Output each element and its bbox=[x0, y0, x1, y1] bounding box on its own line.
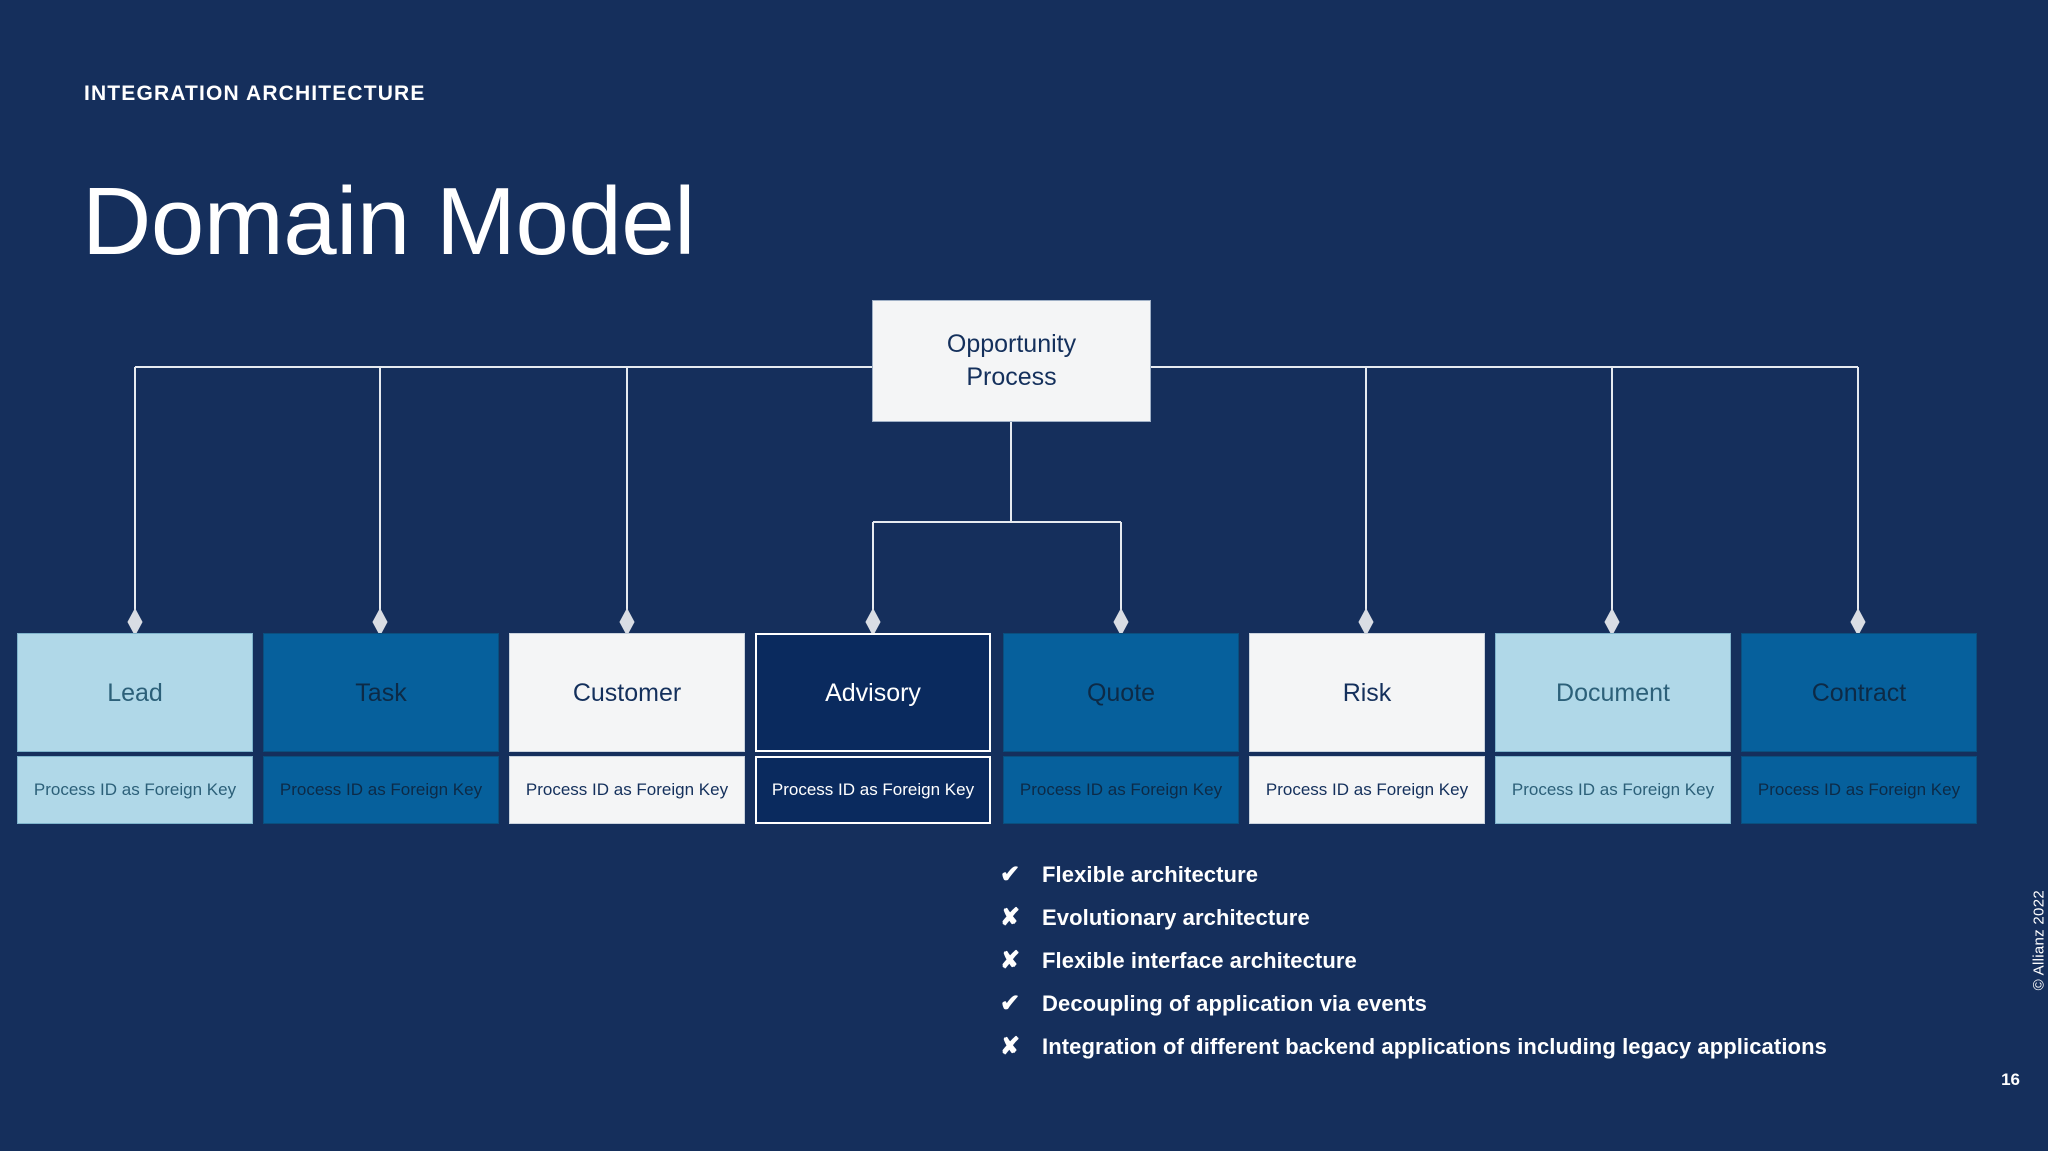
diamond-task bbox=[372, 607, 388, 637]
assessment-bullet-list: ✔ Flexible architecture ✘ Evolutionary a… bbox=[1000, 862, 1960, 1077]
entity-advisory[interactable]: Advisory Process ID as Foreign Key bbox=[755, 633, 991, 824]
diamond-risk bbox=[1358, 607, 1374, 637]
entity-lead-attribute: Process ID as Foreign Key bbox=[17, 756, 253, 824]
list-item-label: Decoupling of application via events bbox=[1042, 991, 1428, 1016]
entity-risk-attribute-label: Process ID as Foreign Key bbox=[1265, 780, 1469, 800]
entity-advisory-attribute-label: Process ID as Foreign Key bbox=[771, 780, 975, 800]
cross-icon: ✘ bbox=[1000, 904, 1021, 931]
entity-customer-header: Customer bbox=[509, 633, 745, 752]
entity-customer-attribute: Process ID as Foreign Key bbox=[509, 756, 745, 824]
copyright-notice: © Allianz 2022 bbox=[2030, 890, 2047, 991]
entity-quote-attribute: Process ID as Foreign Key bbox=[1003, 756, 1239, 824]
entity-document-title: Document bbox=[1556, 678, 1670, 707]
entity-document-attribute-label: Process ID as Foreign Key bbox=[1511, 780, 1715, 800]
connector-lines bbox=[134, 366, 1859, 617]
diamond-document bbox=[1604, 607, 1620, 637]
entity-contract-title: Contract bbox=[1811, 678, 1907, 707]
entity-quote[interactable]: Quote Process ID as Foreign Key bbox=[1003, 633, 1239, 824]
entity-risk-header: Risk bbox=[1249, 633, 1485, 752]
entity-contract-header: Contract bbox=[1741, 633, 1977, 752]
entity-lead-title: Lead bbox=[107, 678, 163, 707]
entity-contract-attribute: Process ID as Foreign Key bbox=[1741, 756, 1977, 824]
entity-risk-title: Risk bbox=[1342, 678, 1392, 707]
entity-contract[interactable]: Contract Process ID as Foreign Key bbox=[1741, 633, 1977, 824]
node-opportunity-process-label: Opportunity Process bbox=[946, 330, 1077, 391]
page-number: 16 bbox=[2001, 1070, 2020, 1089]
entity-lead[interactable]: Lead Process ID as Foreign Key bbox=[17, 633, 253, 824]
entity-contract-attribute-label: Process ID as Foreign Key bbox=[1757, 780, 1961, 800]
check-icon: ✔ bbox=[1000, 990, 1021, 1017]
entity-task-header: Task bbox=[263, 633, 499, 752]
cross-icon: ✘ bbox=[1000, 947, 1021, 974]
list-item-label: Flexible interface architecture bbox=[1042, 948, 1357, 973]
entity-task-title: Task bbox=[355, 678, 407, 707]
entity-customer-title: Customer bbox=[572, 678, 682, 707]
check-icon: ✔ bbox=[1000, 861, 1021, 888]
diamond-lead bbox=[127, 607, 143, 637]
entity-lead-attribute-label: Process ID as Foreign Key bbox=[33, 780, 237, 800]
slide-eyebrow: INTEGRATION ARCHITECTURE bbox=[84, 82, 426, 105]
entity-document-attribute: Process ID as Foreign Key bbox=[1495, 756, 1731, 824]
diamond-contract bbox=[1850, 607, 1866, 637]
entity-advisory-title: Advisory bbox=[825, 678, 921, 707]
entity-task-attribute-label: Process ID as Foreign Key bbox=[279, 780, 483, 800]
list-item-label: Flexible architecture bbox=[1042, 862, 1259, 887]
entity-quote-title: Quote bbox=[1086, 678, 1156, 707]
diamond-customer bbox=[619, 607, 635, 637]
list-item: ✘ Integration of different backend appli… bbox=[1000, 1034, 1960, 1077]
entity-quote-header: Quote bbox=[1003, 633, 1239, 752]
node-opportunity-process[interactable]: Opportunity Process bbox=[872, 300, 1151, 422]
list-item-label: Integration of different backend applica… bbox=[1042, 1034, 1827, 1059]
entity-risk[interactable]: Risk Process ID as Foreign Key bbox=[1249, 633, 1485, 824]
entity-lead-header: Lead bbox=[17, 633, 253, 752]
list-item-label: Evolutionary architecture bbox=[1042, 905, 1310, 930]
cross-icon: ✘ bbox=[1000, 1033, 1021, 1060]
entity-quote-attribute-label: Process ID as Foreign Key bbox=[1019, 780, 1223, 800]
list-item: ✘ Evolutionary architecture bbox=[1000, 905, 1960, 948]
entity-task-attribute: Process ID as Foreign Key bbox=[263, 756, 499, 824]
entity-customer-attribute-label: Process ID as Foreign Key bbox=[525, 780, 729, 800]
entity-advisory-header: Advisory bbox=[755, 633, 991, 752]
entity-document[interactable]: Document Process ID as Foreign Key bbox=[1495, 633, 1731, 824]
entity-customer[interactable]: Customer Process ID as Foreign Key bbox=[509, 633, 745, 824]
entity-document-header: Document bbox=[1495, 633, 1731, 752]
list-item: ✔ Flexible architecture bbox=[1000, 862, 1960, 905]
diamond-quote bbox=[1113, 607, 1129, 637]
entity-task[interactable]: Task Process ID as Foreign Key bbox=[263, 633, 499, 824]
page-title: Domain Model bbox=[82, 168, 695, 275]
diamond-advisory bbox=[865, 607, 881, 637]
list-item: ✘ Flexible interface architecture bbox=[1000, 948, 1960, 991]
list-item: ✔ Decoupling of application via events bbox=[1000, 991, 1960, 1034]
entity-advisory-attribute: Process ID as Foreign Key bbox=[755, 756, 991, 824]
connector-diamonds bbox=[127, 607, 1866, 637]
entity-risk-attribute: Process ID as Foreign Key bbox=[1249, 756, 1485, 824]
